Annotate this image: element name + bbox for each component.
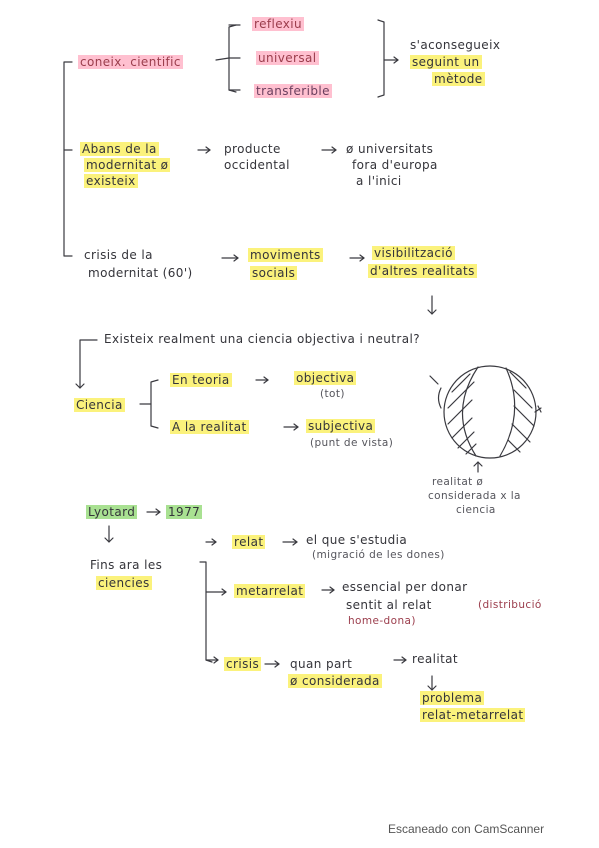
relat-note: (migració de les dones) [312, 549, 445, 561]
scanner-watermark: Escaneado con CamScanner [388, 822, 545, 836]
metarrelat-text-1: essencial per donar [342, 580, 468, 594]
section2-head-2: modernitat ø [84, 158, 171, 172]
section1-item-3: transferible [254, 84, 332, 98]
crisis-result: realitat [412, 652, 459, 666]
section1-item-1: reflexiu [252, 17, 305, 31]
section3-head-1: crisis de la [84, 248, 153, 262]
ciencia-label: Ciencia [74, 398, 125, 412]
relat-text: el que s'estudia [306, 533, 408, 547]
realitat-label: A la realitat [170, 420, 249, 434]
section2-right-1: ø universitats [346, 142, 434, 156]
teoria-note: (tot) [320, 388, 345, 400]
section2-head-3: existeix [84, 174, 138, 188]
metarrelat-label: metarrelat [234, 584, 306, 598]
section3-head-2: modernitat (60') [88, 266, 193, 280]
section2-right-2: fora d'europa [352, 158, 438, 172]
crisis-text-1: quan part [290, 657, 353, 671]
question-text: Existeix realment una ciencia objectiva … [104, 332, 420, 346]
lyotard-name: Lyotard [86, 505, 138, 519]
diagram-caption-2: considerada x la [428, 490, 521, 502]
relat-label: relat [232, 535, 266, 549]
teoria-label: En teoria [170, 373, 232, 387]
metarrelat-note-2: home-dona) [348, 615, 416, 627]
crisis-text-2: ø considerada [288, 674, 382, 688]
problem-2: relat-metarrelat [420, 708, 526, 722]
lyotard-intro-2: ciencies [96, 576, 152, 590]
lyotard-intro-1: Fins ara les [90, 558, 163, 572]
section1-item-2: universal [256, 51, 319, 65]
section1-result-3: mètode [432, 72, 485, 86]
section3-middle-2: socials [250, 266, 298, 280]
metarrelat-note-1: (distribució [478, 599, 542, 611]
section2-middle-1: producte [224, 142, 281, 156]
crisis-label: crisis [224, 657, 262, 671]
realitat-note: (punt de vista) [310, 437, 394, 449]
section3-middle-1: moviments [248, 248, 323, 262]
metarrelat-text-2: sentit al relat [346, 598, 432, 612]
section3-right-2: d'altres realitats [368, 264, 477, 278]
realitat-result: subjectiva [306, 419, 376, 433]
section1-result-2: seguint un [410, 55, 482, 69]
section2-right-3: a l'inici [356, 174, 402, 188]
section1-result-1: s'aconsegueix [410, 38, 501, 52]
diagram-caption-3: ciencia [456, 504, 496, 516]
section3-right-1: visibilització [372, 246, 455, 260]
teoria-result: objectiva [294, 371, 357, 385]
section2-middle-2: occidental [224, 158, 290, 172]
diagram-caption-1: realitat ø [432, 476, 484, 488]
lyotard-year: 1977 [166, 505, 203, 519]
problem-1: problema [420, 691, 485, 705]
section1-head: coneix. cientific [78, 55, 183, 69]
section2-head-1: Abans de la [80, 142, 159, 156]
